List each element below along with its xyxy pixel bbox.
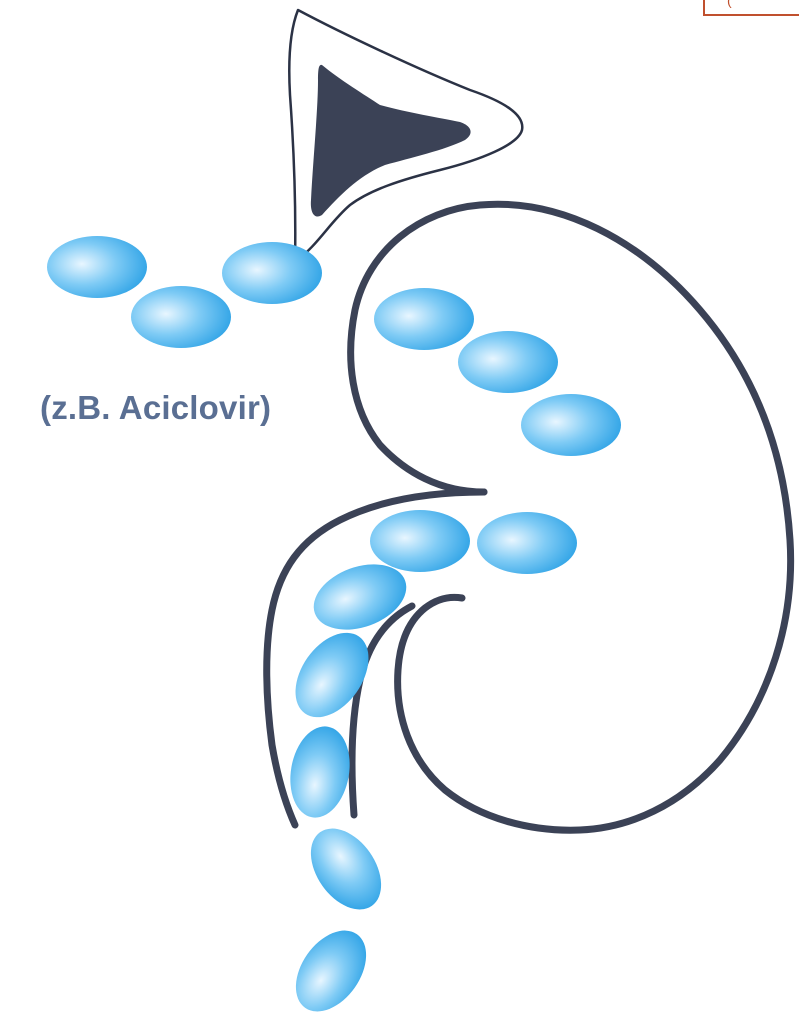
drug-particle — [374, 288, 474, 350]
drug-example-caption: (z.B. Aciclovir) — [40, 389, 271, 427]
drug-particle — [458, 331, 558, 393]
drug-particle — [47, 236, 147, 298]
drug-particle — [222, 242, 322, 304]
drug-particle — [280, 619, 383, 730]
drug-particle — [477, 512, 577, 574]
drug-particles — [47, 236, 621, 1024]
drug-particle — [370, 510, 470, 572]
drug-particle — [281, 918, 380, 1024]
drug-particle — [131, 286, 231, 348]
drug-particle — [283, 722, 356, 823]
drug-particle — [296, 816, 395, 923]
drug-particle — [521, 394, 621, 456]
adrenal-gland — [289, 10, 522, 262]
